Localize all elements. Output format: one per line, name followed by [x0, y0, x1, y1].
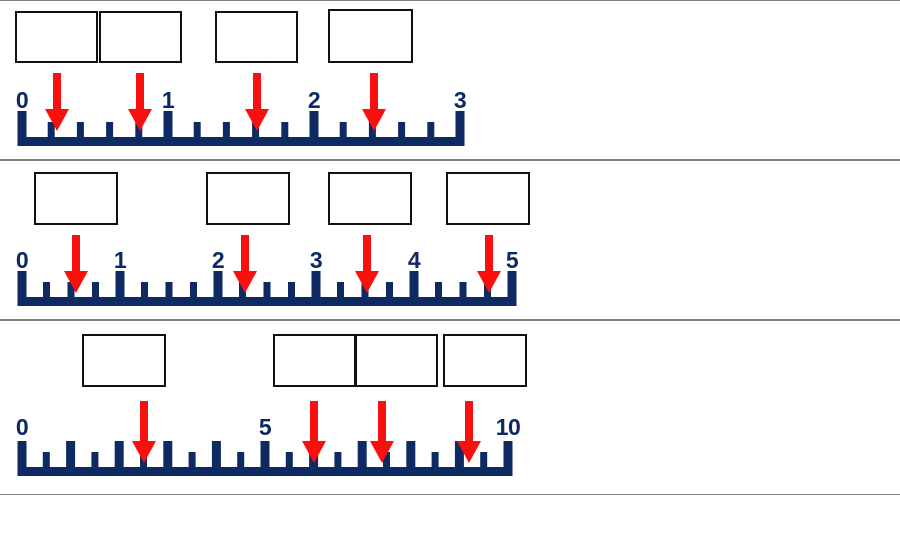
major-tick — [17, 111, 27, 138]
major-tick — [311, 271, 321, 298]
minor-tick — [285, 452, 293, 468]
minor-tick — [91, 452, 99, 468]
minor-tick — [140, 452, 147, 468]
tick-label: 0 — [15, 87, 29, 113]
minor-tick — [427, 122, 435, 138]
major-tick — [115, 271, 125, 298]
major-tick — [357, 441, 367, 468]
major-tick — [406, 441, 416, 468]
answer-box-4[interactable] — [328, 9, 413, 63]
major-tick — [114, 441, 124, 468]
major-tick — [211, 441, 221, 468]
major-tick — [455, 111, 465, 138]
tick-label: 2 — [307, 87, 321, 113]
minor-tick — [43, 282, 50, 298]
minor-tick — [334, 452, 342, 468]
number-line-row-1: 0 1 2 3 — [0, 0, 900, 160]
minor-tick — [188, 452, 196, 468]
tick-label: 3 — [453, 87, 467, 113]
minor-tick — [76, 122, 84, 138]
answer-box-1[interactable] — [82, 334, 166, 387]
tick-label: 4 — [407, 247, 421, 273]
minor-tick — [106, 122, 114, 138]
minor-tick — [239, 282, 246, 298]
major-tick — [17, 441, 27, 468]
minor-tick — [398, 122, 406, 138]
minor-tick — [431, 452, 439, 468]
answer-box-2[interactable] — [273, 334, 356, 387]
minor-tick — [141, 282, 148, 298]
answer-box-3[interactable] — [215, 11, 298, 63]
minor-tick — [92, 282, 99, 298]
number-line-row-2: 0 1 2 3 4 5 — [0, 160, 900, 320]
tick-label: 5 — [505, 247, 519, 273]
answer-box-2[interactable] — [99, 11, 182, 63]
major-tick — [66, 441, 76, 468]
answer-box-2[interactable] — [206, 172, 290, 225]
tick-label: 1 — [113, 247, 127, 273]
minor-tick — [337, 282, 344, 298]
ruler-baseline — [17, 297, 517, 306]
minor-tick — [47, 122, 55, 138]
ruler-baseline — [17, 137, 465, 146]
answer-box-1[interactable] — [15, 11, 98, 63]
minor-tick — [190, 282, 197, 298]
answer-box-1[interactable] — [34, 172, 118, 225]
tick-label: 3 — [309, 247, 323, 273]
answer-box-4[interactable] — [446, 172, 530, 225]
tick-label: 2 — [211, 247, 225, 273]
minor-tick — [135, 122, 143, 138]
minor-tick — [288, 282, 295, 298]
major-tick — [309, 441, 319, 468]
tick-label: 5 — [258, 414, 272, 440]
answer-box-3[interactable] — [355, 334, 438, 387]
major-tick — [309, 111, 319, 138]
major-tick — [163, 111, 173, 138]
minor-tick — [42, 452, 50, 468]
major-tick — [163, 441, 173, 468]
ruler-baseline — [17, 467, 513, 476]
minor-tick — [368, 122, 376, 138]
minor-tick — [263, 282, 271, 298]
major-tick — [17, 271, 27, 298]
tick-label: 0 — [15, 247, 29, 273]
major-tick — [454, 441, 464, 468]
minor-tick — [237, 452, 245, 468]
minor-tick — [165, 282, 173, 298]
tick-label: 1 — [161, 87, 175, 113]
major-tick — [409, 271, 419, 298]
minor-tick — [484, 282, 491, 298]
minor-tick — [222, 122, 230, 138]
tick-label: 0 — [15, 414, 29, 440]
minor-tick — [67, 282, 75, 298]
major-tick — [503, 441, 513, 468]
major-tick — [213, 271, 223, 298]
major-tick — [260, 441, 270, 468]
minor-tick — [252, 122, 260, 138]
minor-tick — [383, 452, 390, 468]
answer-box-4[interactable] — [443, 334, 527, 387]
minor-tick — [281, 122, 289, 138]
number-line-row-3: 0 5 10 — [0, 320, 900, 495]
minor-tick — [480, 452, 488, 468]
minor-tick — [459, 282, 467, 298]
minor-tick — [435, 282, 442, 298]
minor-tick — [339, 122, 347, 138]
tick-label: 10 — [495, 414, 521, 440]
major-tick — [507, 271, 517, 298]
answer-box-3[interactable] — [328, 172, 412, 225]
minor-tick — [386, 282, 393, 298]
minor-tick — [361, 282, 369, 298]
minor-tick — [193, 122, 201, 138]
